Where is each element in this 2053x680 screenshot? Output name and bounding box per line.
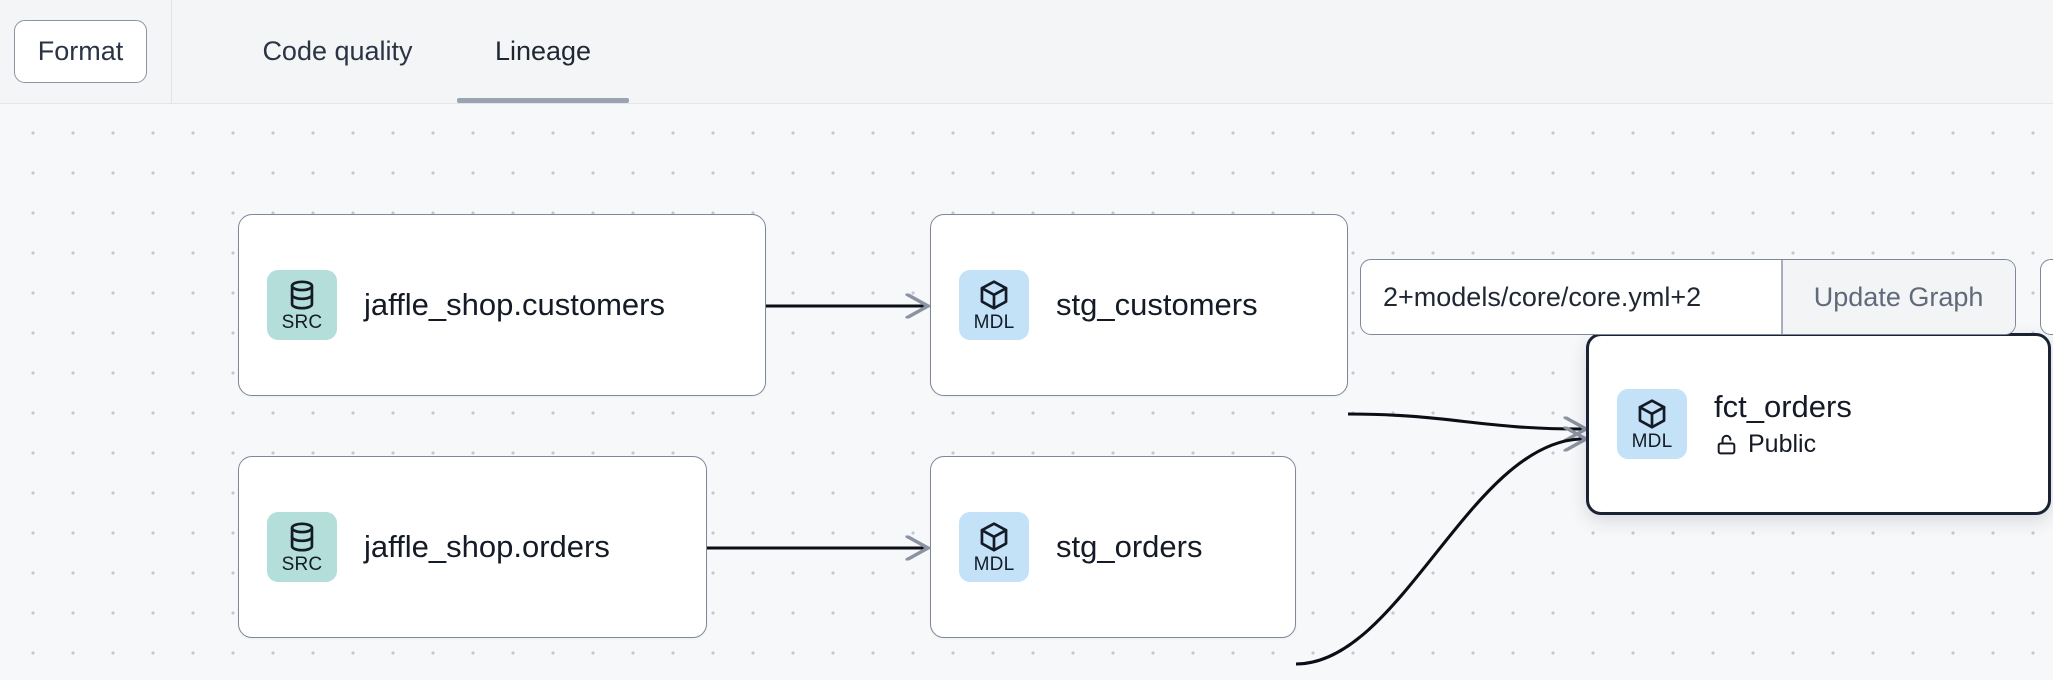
node-content: jaffle_shop.customers <box>364 287 665 323</box>
node-content: stg_customers <box>1056 287 1258 323</box>
node-type-label: MDL <box>973 311 1015 333</box>
node-title: jaffle_shop.customers <box>364 287 665 322</box>
tab-lineage[interactable]: Lineage <box>457 0 629 103</box>
node-title: stg_customers <box>1056 287 1258 322</box>
selector-divider <box>1781 260 1783 334</box>
lineage-node-stg-customers[interactable]: MDL stg_customers <box>930 214 1348 396</box>
database-icon <box>285 520 319 554</box>
edge-stg-orders-to-fct-orders <box>1295 439 1586 666</box>
node-type-badge-mdl: MDL <box>959 270 1029 340</box>
node-type-badge-mdl: MDL <box>1617 389 1687 459</box>
node-type-badge-src: SRC <box>267 270 337 340</box>
node-title: fct_orders <box>1714 389 1852 424</box>
lineage-canvas[interactable]: SRC jaffle_shop.customers SRC jaffle_sh <box>0 104 2053 680</box>
node-content: stg_orders <box>1056 529 1202 565</box>
lineage-node-fct-orders[interactable]: MDL fct_orders Public <box>1586 333 2051 515</box>
graph-selector-input[interactable] <box>1361 260 1781 334</box>
node-type-badge-src: SRC <box>267 512 337 582</box>
update-graph-button[interactable]: Update Graph <box>1782 260 2015 334</box>
node-title: stg_orders <box>1056 529 1203 564</box>
editor-toolbar: Format Code quality Lineage <box>0 0 2053 104</box>
cube-icon <box>1635 397 1669 431</box>
graph-selector-control: Update Graph <box>1360 259 2016 335</box>
node-type-badge-mdl: MDL <box>959 512 1029 582</box>
cube-icon <box>977 278 1011 312</box>
toolbar-left-group: Format <box>0 0 172 103</box>
format-button[interactable]: Format <box>14 20 147 83</box>
node-content: fct_orders Public <box>1714 389 1852 459</box>
unlock-icon <box>1714 432 1739 457</box>
lineage-node-stg-orders[interactable]: MDL stg_orders <box>930 456 1296 638</box>
node-type-label: MDL <box>1631 430 1673 452</box>
node-type-label: SRC <box>281 553 323 575</box>
graph-settings-control[interactable] <box>2040 259 2053 335</box>
node-access-badge: Public <box>1714 429 1852 459</box>
node-type-label: MDL <box>973 553 1015 575</box>
database-icon <box>285 278 319 312</box>
lineage-node-jaffle-shop-customers[interactable]: SRC jaffle_shop.customers <box>238 214 766 396</box>
node-content: jaffle_shop.orders <box>364 529 610 565</box>
lineage-node-jaffle-shop-orders[interactable]: SRC jaffle_shop.orders <box>238 456 707 638</box>
edge-stg-customers-to-fct-orders <box>1347 412 1586 429</box>
node-access-label: Public <box>1748 430 1817 458</box>
tab-code-quality[interactable]: Code quality <box>262 36 413 66</box>
cube-icon <box>977 520 1011 554</box>
node-title: jaffle_shop.orders <box>364 529 610 564</box>
node-type-label: SRC <box>281 311 323 333</box>
